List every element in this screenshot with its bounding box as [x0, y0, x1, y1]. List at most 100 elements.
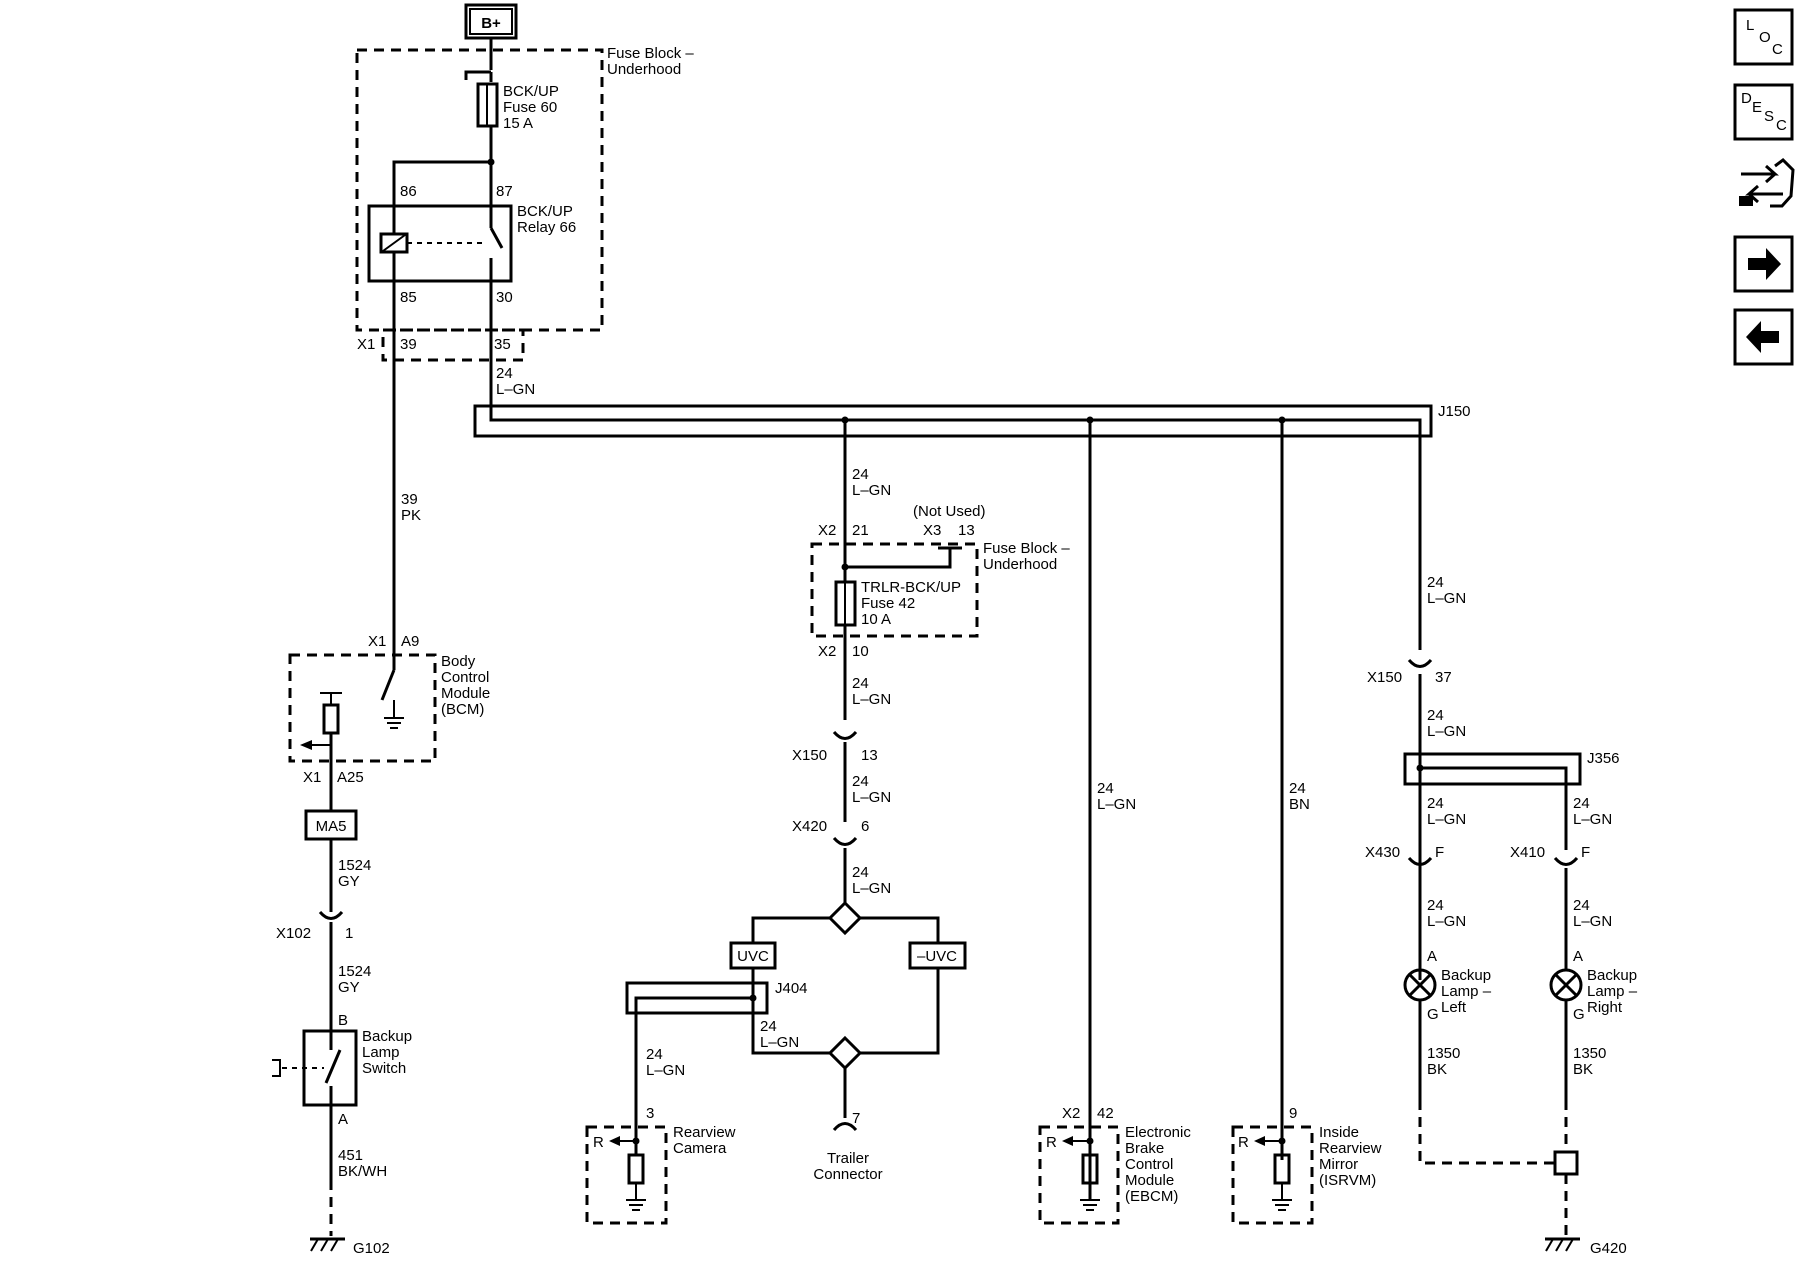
wire-label: L–GN: [1427, 811, 1466, 828]
ground-eyelet-g420: [1553, 1150, 1579, 1176]
ground-g420: G420: [1545, 1237, 1627, 1257]
switch-label-3: Switch: [362, 1060, 406, 1077]
desc-letter-c: C: [1776, 117, 1787, 134]
fuse-block-underhood-top: Fuse Block – Underhood BCK/UP Fuse 60 15…: [355, 45, 694, 332]
wire-label: 24: [646, 1046, 663, 1063]
location-button[interactable]: L O C: [1733, 8, 1794, 66]
x150-mid-pin: 13: [861, 747, 878, 764]
connector-icon[interactable]: [1739, 158, 1795, 208]
fuse-60-label-3: 15 A: [503, 115, 533, 132]
lamp-left-pin-a: A: [1427, 948, 1437, 965]
lamp-right-label-2: Lamp –: [1587, 983, 1638, 1000]
wire-label: 24: [1427, 795, 1444, 812]
ebcm-label-1: Electronic: [1125, 1124, 1191, 1141]
inline-connector-x420: [832, 836, 858, 903]
ground-g102-label: G102: [353, 1240, 390, 1257]
wire-label: 24: [852, 773, 869, 790]
camera-pin: 3: [646, 1105, 654, 1122]
wire-label: L–GN: [496, 381, 535, 398]
not-uvc-option: –UVC: [908, 941, 967, 970]
lamp-left-label-3: Left: [1441, 999, 1467, 1016]
fuse-block-top-label-1: Fuse Block –: [607, 45, 694, 62]
wire-label: 24: [1289, 780, 1306, 797]
wire-label: L–GN: [760, 1034, 799, 1051]
wire-label: BK/WH: [338, 1163, 387, 1180]
lamp-right-pin-a: A: [1573, 948, 1583, 965]
relay-pin-30: 30: [496, 289, 513, 306]
wire-label: 451: [338, 1147, 363, 1164]
pin-21: 21: [852, 522, 869, 539]
body-control-module: [288, 653, 437, 763]
wire-label: 1350: [1427, 1045, 1460, 1062]
wire-label: 24: [1573, 897, 1590, 914]
splice-j150-label: J150: [1438, 403, 1471, 420]
wire-label: 24: [1427, 707, 1444, 724]
lamp-right-pin-g: G: [1573, 1006, 1585, 1023]
fuse-block-mid-label-1: Fuse Block –: [983, 540, 1070, 557]
wire-label: 39: [401, 491, 418, 508]
power-source: B+: [464, 3, 518, 40]
arrow-left-icon[interactable]: [1733, 308, 1794, 366]
wire-label: 24: [1427, 897, 1444, 914]
wire-label: L–GN: [852, 789, 891, 806]
ma5-connector: MA5: [304, 809, 358, 841]
wire-label: 24: [1573, 795, 1590, 812]
relay-pin-85: 85: [400, 289, 417, 306]
fuse-block-underhood-mid: [810, 530, 979, 720]
fuse-block-top-label-2: Underhood: [607, 61, 681, 78]
ebcm-label-2: Brake: [1125, 1140, 1164, 1157]
lamp-left-label-2: Lamp –: [1441, 983, 1492, 1000]
wire-label: 1524: [338, 963, 371, 980]
wire-label: L–GN: [1427, 723, 1466, 740]
ground-g420-label: G420: [1590, 1240, 1627, 1257]
isrvm-r-label: R: [1238, 1134, 1249, 1151]
wire-label: BK: [1427, 1061, 1447, 1078]
fuse-42-label-3: 10 A: [861, 611, 891, 628]
splice-j356-label: J356: [1587, 750, 1620, 767]
arrow-right-icon[interactable]: [1733, 235, 1794, 293]
bcm-pin-a25: A25: [337, 769, 364, 786]
x420-label: X420: [792, 818, 827, 835]
relay-66: [367, 204, 513, 283]
x1-pin-35: 35: [494, 336, 511, 353]
x3-label: X3: [923, 522, 941, 539]
wire-label: BK: [1573, 1061, 1593, 1078]
wire-label: GY: [338, 873, 360, 890]
diamond-splice-top: [827, 900, 863, 936]
electronic-brake-control-module: R: [1038, 1125, 1120, 1225]
wire-label: 24: [1427, 574, 1444, 591]
loc-letter-o: O: [1759, 29, 1771, 46]
ebcm-label-3: Control: [1125, 1156, 1173, 1173]
bcm-label-1: Body: [441, 653, 476, 670]
wire-label: L–GN: [852, 691, 891, 708]
power-source-label: B+: [481, 15, 501, 32]
ebcm-label-5: (EBCM): [1125, 1188, 1178, 1205]
desc-letter-s: S: [1764, 108, 1774, 125]
wire-label: L–GN: [1427, 590, 1466, 607]
wire-label: 24: [852, 675, 869, 692]
relay-pin-87: 87: [496, 183, 513, 200]
description-button[interactable]: D E S C: [1733, 83, 1794, 141]
desc-letter-d: D: [1741, 90, 1752, 107]
camera-label-1: Rearview: [673, 1124, 736, 1141]
wire-label: 24: [760, 1018, 777, 1035]
inline-connector-x102: [318, 910, 344, 1030]
wire-label: 1524: [338, 857, 371, 874]
ebcm-pin: 42: [1097, 1105, 1114, 1122]
wire-label: 24: [496, 365, 513, 382]
x150-mid-label: X150: [792, 747, 827, 764]
wire-label: PK: [401, 507, 421, 524]
not-uvc-label: –UVC: [917, 948, 957, 965]
wire-label: L–GN: [1097, 796, 1136, 813]
switch-label-2: Lamp: [362, 1044, 400, 1061]
switch-label-1: Backup: [362, 1028, 412, 1045]
fuse-42-label-2: Fuse 42: [861, 595, 915, 612]
ma5-label: MA5: [316, 818, 347, 835]
fuse-42: [834, 580, 857, 627]
isrvm-label-4: (ISRVM): [1319, 1172, 1376, 1189]
isrvm-pin: 9: [1289, 1105, 1297, 1122]
x1-pin-39: 39: [400, 336, 417, 353]
inside-rearview-mirror: R: [1231, 1125, 1314, 1225]
splice-j404-label: J404: [775, 980, 808, 997]
x150-right-label: X150: [1367, 669, 1402, 686]
